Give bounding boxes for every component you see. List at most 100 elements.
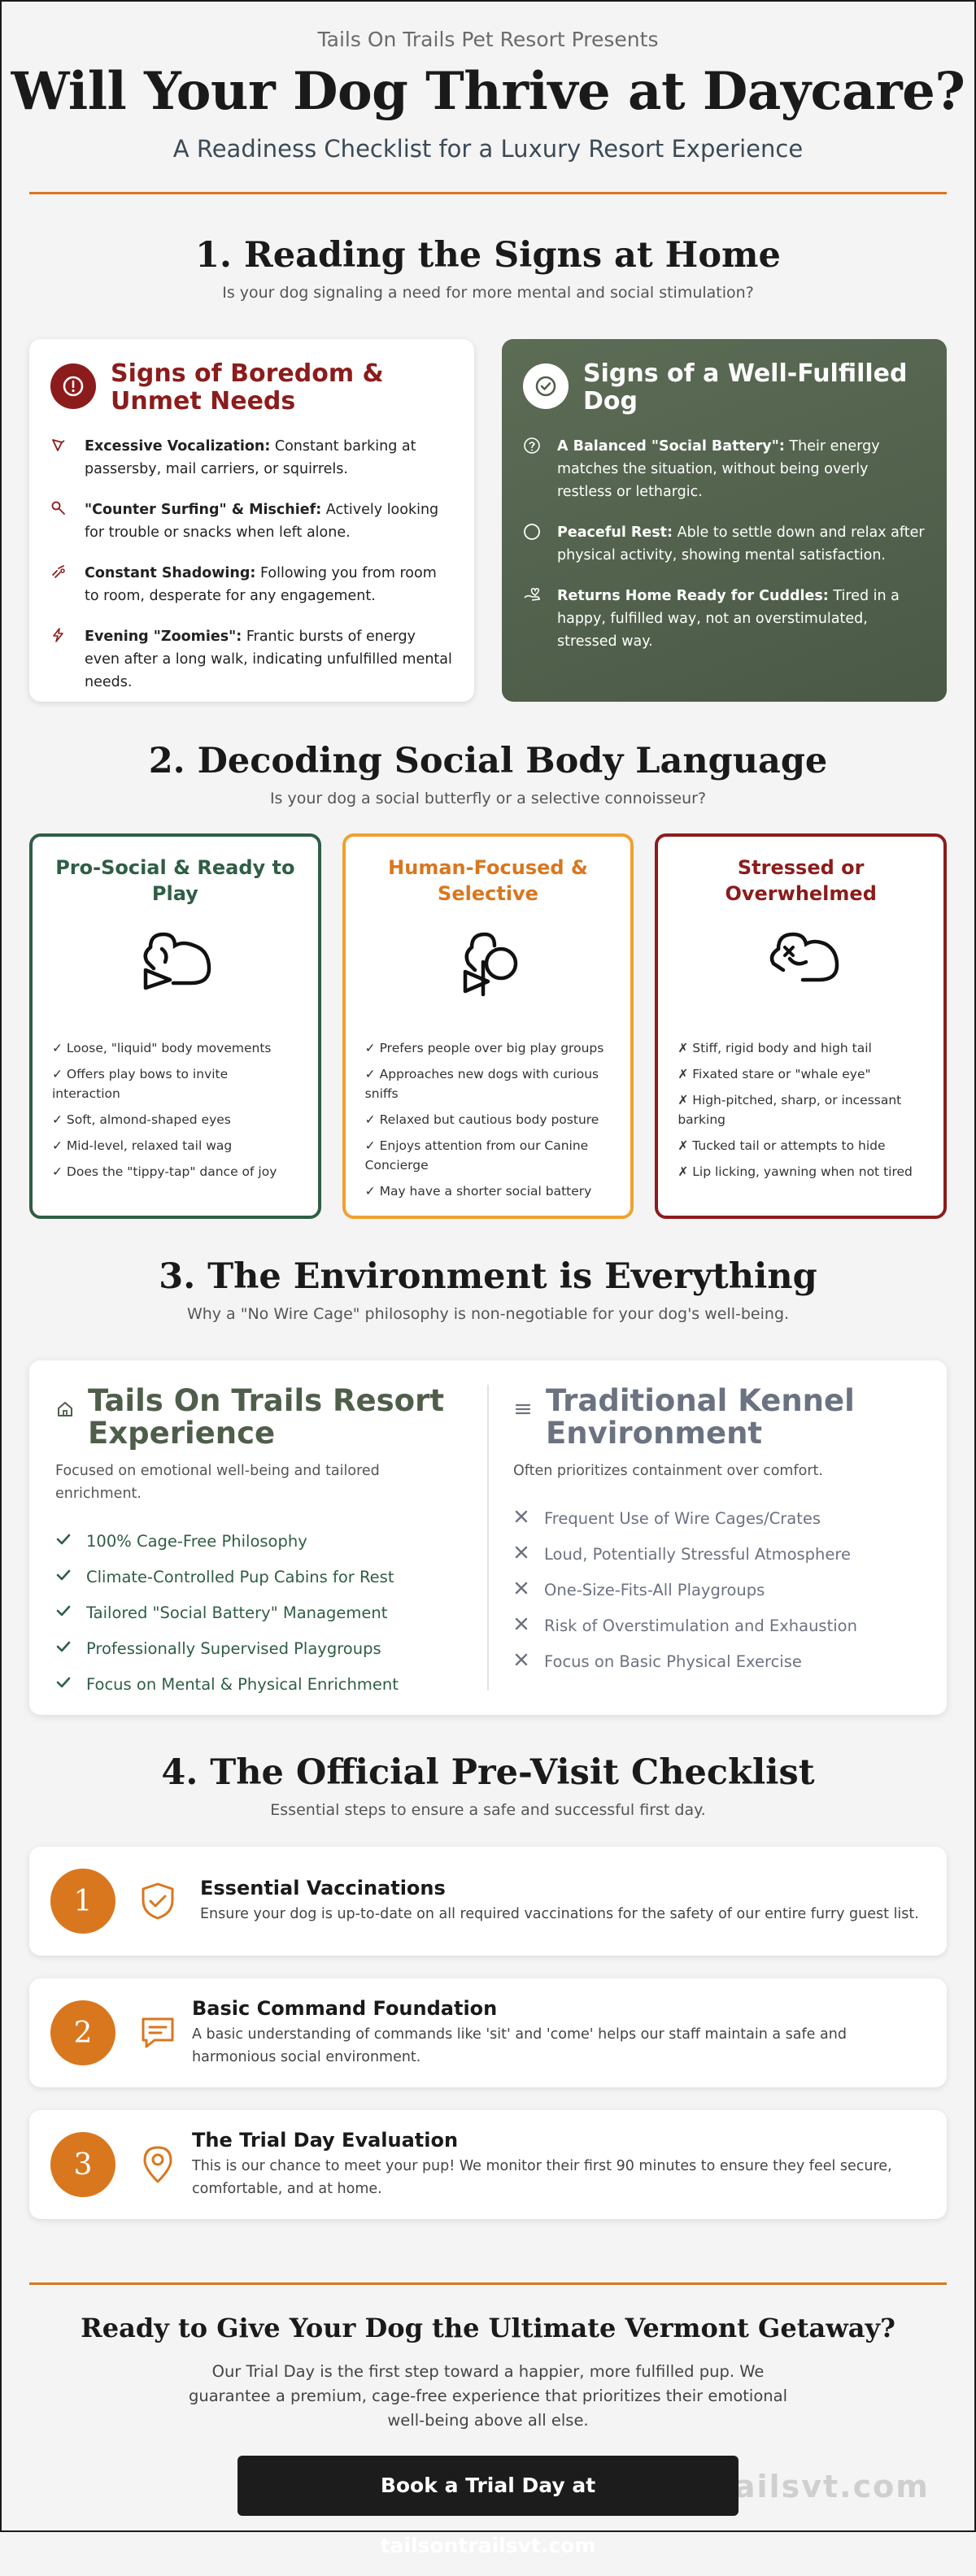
list-item: ✓ Does the "tippy-tap" dance of joy <box>52 1164 277 1179</box>
step-description: Ensure your dog is up-to-date on all req… <box>200 1906 919 1922</box>
lightning-icon <box>50 625 70 694</box>
section-title: 1. Reading the Signs at Home <box>195 235 781 276</box>
column-divider <box>487 1385 489 1690</box>
list-item: ✗ Lip licking, yawning when not tired <box>678 1164 913 1179</box>
list-item: ✓ Offers play bows to invite interaction <box>52 1067 229 1101</box>
menu-lines-icon <box>513 1385 534 1422</box>
list-item: ✓ Enjoys attention from our Canine Conci… <box>364 1138 589 1173</box>
section-title: 2. Decoding Social Body Language <box>148 741 828 781</box>
list-item: One-Size-Fits-All Playgroups <box>513 1572 921 1608</box>
list-item: Risk of Overstimulation and Exhaustion <box>513 1608 921 1643</box>
alert-icon <box>50 363 96 409</box>
section-subtitle: Is your dog a social butterfly or a sele… <box>269 790 707 807</box>
kennel-description: Often prioritizes containment over comfo… <box>513 1463 823 1479</box>
list-item: ✓ Prefers people over big play groups <box>364 1041 604 1055</box>
watermark: trailsvt.com <box>701 2469 930 2504</box>
book-trial-button[interactable]: Book a Trial Day at tailsontrailsvt.com <box>237 2456 739 2557</box>
divider <box>29 192 947 194</box>
x-icon <box>513 1508 529 1529</box>
home-icon <box>55 1385 76 1422</box>
list-item: Tailored "Social Battery" Management <box>55 1595 463 1630</box>
step-number: 2 <box>50 2000 115 2065</box>
list-item: ✗ Fixated stare or "whale eye" <box>678 1067 871 1081</box>
check-circle-icon <box>523 363 569 409</box>
stressed-card: Stressed or Overwhelmed ✗ Stiff, rigid b… <box>655 833 948 1219</box>
section-environment: 3. The Environment is Everything Why a "… <box>2 1219 974 1715</box>
check-icon <box>55 1567 72 1587</box>
page-subtitle: A Readiness Checklist for a Luxury Resor… <box>172 135 804 163</box>
environment-comparison: Tails On Trails Resort Experience Focuse… <box>29 1360 947 1715</box>
boredom-card: Signs of Boredom & Unmet Needs Excessive… <box>29 339 474 702</box>
x-icon <box>513 1616 529 1636</box>
step-title: The Trial Day Evaluation <box>192 2129 459 2152</box>
heart-hand-icon <box>523 585 542 653</box>
list-item: Frequent Use of Wire Cages/Crates <box>513 1500 921 1536</box>
step-number: 3 <box>50 2132 115 2197</box>
x-icon <box>513 1651 529 1672</box>
fulfilled-card: Signs of a Well-Fulfilled Dog A Balanced… <box>502 339 947 702</box>
list-item: Loud, Potentially Stressful Atmosphere <box>513 1536 921 1572</box>
divider <box>29 2282 947 2285</box>
x-icon <box>513 1544 529 1564</box>
list-item: Peaceful Rest: Able to settle down and r… <box>523 521 926 567</box>
list-item: "Counter Surfing" & Mischief: Actively l… <box>50 498 453 544</box>
list-item: Excessive Vocalization: Constant barking… <box>50 435 453 481</box>
step-description: A basic understanding of commands like '… <box>192 2026 847 2065</box>
list-item: ✗ Stiff, rigid body and high tail <box>678 1041 872 1055</box>
list-item: Professionally Supervised Playgroups <box>55 1630 463 1666</box>
page-title: Will Your Dog Thrive at Daycare? <box>11 61 965 122</box>
resort-column: Tails On Trails Resort Experience Focuse… <box>55 1383 463 1694</box>
card-title: Human-Focused & Selective <box>388 856 588 905</box>
header: Tails On Trails Pet Resort Presents Will… <box>2 2 974 163</box>
section-subtitle: Essential steps to ensure a safe and suc… <box>270 1801 706 1819</box>
resort-description: Focused on emotional well-being and tail… <box>55 1463 380 1502</box>
step-title: Basic Command Foundation <box>192 1997 498 2020</box>
call-to-action: Ready to Give Your Dog the Ultimate Verm… <box>2 2285 974 2557</box>
card-title: Stressed or Overwhelmed <box>725 856 877 905</box>
list-item: Returns Home Ready for Cuddles: Tired in… <box>523 585 926 653</box>
balance-icon <box>523 435 542 503</box>
checklist-step: 1 Essential Vaccinations Ensure your dog… <box>29 1847 947 1956</box>
section-subtitle: Is your dog signaling a need for more me… <box>222 284 754 302</box>
list-item: ✗ Tucked tail or attempts to hide <box>678 1138 886 1153</box>
prosocial-card: Pro-Social & Ready to Play ✓ Loose, "liq… <box>29 833 321 1219</box>
list-item: 100% Cage-Free Philosophy <box>55 1523 463 1559</box>
selective-card: Human-Focused & Selective ✓ Prefers peop… <box>342 833 634 1219</box>
step-number: 1 <box>50 1869 115 1934</box>
check-icon <box>55 1638 72 1659</box>
search-icon <box>50 498 70 544</box>
section-title: 4. The Official Pre-Visit Checklist <box>161 1752 815 1793</box>
kennel-title: Traditional Kennel Environment <box>546 1383 855 1451</box>
x-icon <box>513 1580 529 1600</box>
check-icon <box>55 1531 72 1551</box>
presenter-line: Tails On Trails Pet Resort Presents <box>317 28 659 51</box>
curious-dog-icon <box>365 929 612 1011</box>
section-title: 3. The Environment is Everything <box>159 1256 817 1297</box>
section-subtitle: Why a "No Wire Cage" philosophy is non-n… <box>186 1305 790 1323</box>
list-item: ✓ Approaches new dogs with curious sniff… <box>364 1067 599 1101</box>
list-item: Evening "Zoomies": Frantic bursts of ene… <box>50 625 453 694</box>
section-checklist: 4. The Official Pre-Visit Checklist Esse… <box>2 1715 974 2219</box>
fulfilled-title: Signs of a Well-Fulfilled Dog <box>583 359 908 416</box>
list-item: Focus on Basic Physical Exercise <box>513 1643 921 1679</box>
checklist-step: 2 Basic Command Foundation A basic under… <box>29 1978 947 2087</box>
location-pin-icon <box>135 2144 181 2185</box>
step-title: Essential Vaccinations <box>200 1877 446 1899</box>
list-item: ✓ Loose, "liquid" body movements <box>52 1041 272 1055</box>
section-body-language: 2. Decoding Social Body Language Is your… <box>2 702 974 1219</box>
checklist-step: 3 The Trial Day Evaluation This is our c… <box>29 2110 947 2219</box>
megaphone-icon <box>50 435 70 481</box>
stressed-dog-icon <box>678 929 924 1011</box>
cta-title: Ready to Give Your Dog the Ultimate Verm… <box>81 2313 895 2343</box>
list-item: Climate-Controlled Pup Cabins for Rest <box>55 1559 463 1595</box>
list-item: ✗ High-pitched, sharp, or incessant bark… <box>678 1093 902 1127</box>
resort-title: Tails On Trails Resort Experience <box>88 1383 445 1451</box>
list-item: Focus on Mental & Physical Enrichment <box>55 1666 463 1702</box>
footsteps-icon <box>50 562 70 607</box>
chat-icon <box>135 2014 181 2052</box>
list-item: ✓ Soft, almond-shaped eyes <box>52 1112 231 1127</box>
check-icon <box>55 1674 72 1695</box>
boredom-title: Signs of Boredom & Unmet Needs <box>111 359 384 416</box>
section-reading-signs: 1. Reading the Signs at Home Is your dog… <box>2 194 974 702</box>
list-item: A Balanced "Social Battery": Their energ… <box>523 435 926 503</box>
